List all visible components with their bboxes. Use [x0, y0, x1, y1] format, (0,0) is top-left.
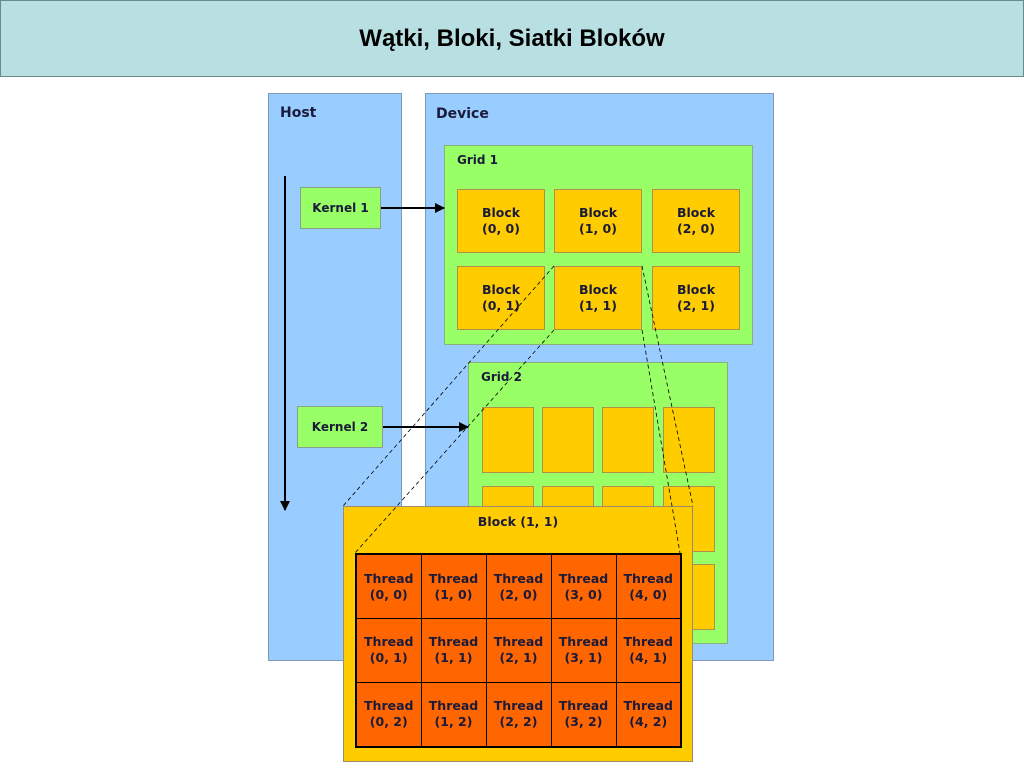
thread-cell: Thread(2, 1): [485, 618, 552, 683]
grid-1-block: Block (2, 0): [652, 189, 740, 253]
block-coord: (2, 1): [677, 298, 715, 313]
grid-1-block-highlighted: Block (1, 1): [554, 266, 642, 330]
thread-table: Thread(0, 0) Thread(1, 0) Thread(2, 0) T…: [355, 553, 682, 748]
page-title: Wątki, Bloki, Siatki Bloków: [359, 24, 665, 52]
grid-1-block: Block (0, 0): [457, 189, 545, 253]
block-name: Block: [676, 282, 716, 297]
thread-cell: Thread(2, 2): [485, 681, 552, 748]
block-coord: (1, 0): [579, 221, 617, 236]
kernel-2-label: Kernel 2: [311, 420, 369, 434]
thread-coord: (2, 1): [499, 650, 538, 666]
thread-cell: Thread(0, 2): [355, 681, 422, 748]
thread-coord: (1, 1): [434, 650, 473, 666]
thread-coord: (3, 1): [564, 650, 603, 666]
block-coord: (2, 0): [677, 221, 715, 236]
thread-name: Thread: [493, 570, 544, 586]
thread-cell: Thread(1, 1): [420, 618, 487, 683]
thread-cell: Thread(2, 0): [485, 553, 552, 620]
thread-row: Thread(0, 1) Thread(1, 1) Thread(2, 1) T…: [355, 618, 682, 683]
thread-cell: Thread(1, 2): [420, 681, 487, 748]
grid-1-block: Block (1, 0): [554, 189, 642, 253]
thread-row: Thread(0, 0) Thread(1, 0) Thread(2, 0) T…: [355, 553, 682, 620]
thread-name: Thread: [428, 634, 479, 650]
thread-coord: (3, 2): [564, 714, 603, 730]
host-label: Host: [280, 105, 317, 121]
block-detail-title: Block (1, 1): [477, 514, 559, 529]
thread-cell: Thread(3, 0): [550, 553, 617, 620]
grid-1-label: Grid 1: [457, 153, 498, 167]
block-coord: (0, 1): [482, 298, 520, 313]
thread-cell: Thread(4, 1): [615, 618, 682, 683]
grid-2-block: [542, 407, 594, 473]
kernel-2-box: Kernel 2: [297, 406, 383, 448]
title-bar: Wątki, Bloki, Siatki Bloków: [0, 0, 1024, 77]
block-name: Block: [481, 205, 521, 220]
block-detail-panel: Block (1, 1) Thread(0, 0) Thread(1, 0) T…: [343, 506, 693, 762]
thread-coord: (0, 0): [369, 586, 408, 602]
thread-name: Thread: [364, 570, 414, 586]
grid-2-label: Grid 2: [481, 370, 522, 384]
thread-coord: (4, 0): [629, 586, 668, 602]
block-coord: (1, 1): [579, 298, 617, 313]
block-name: Block: [481, 282, 521, 297]
thread-cell: Thread(0, 0): [355, 553, 422, 620]
thread-cell: Thread(1, 0): [420, 553, 487, 620]
thread-coord: (1, 2): [434, 714, 473, 730]
thread-coord: (1, 0): [434, 586, 473, 602]
thread-name: Thread: [364, 634, 414, 650]
block-name: Block: [578, 205, 618, 220]
thread-name: Thread: [558, 634, 609, 650]
thread-name: Thread: [623, 634, 673, 650]
grid-2-block: [602, 407, 654, 473]
thread-cell: Thread(3, 1): [550, 618, 617, 683]
thread-cell: Thread(4, 2): [615, 681, 682, 748]
thread-coord: (2, 2): [499, 714, 538, 730]
grid-2-block: [482, 407, 534, 473]
thread-name: Thread: [364, 698, 414, 714]
thread-name: Thread: [428, 698, 479, 714]
thread-name: Thread: [428, 570, 479, 586]
grid-2-block: [663, 407, 715, 473]
thread-coord: (3, 0): [564, 586, 603, 602]
grid-1-block: Block (2, 1): [652, 266, 740, 330]
thread-row: Thread(0, 2) Thread(1, 2) Thread(2, 2) T…: [355, 681, 682, 748]
block-name: Block: [578, 282, 618, 297]
grid-1-block: Block (0, 1): [457, 266, 545, 330]
thread-name: Thread: [623, 698, 673, 714]
kernel-1-box: Kernel 1: [300, 187, 381, 229]
thread-coord: (0, 2): [369, 714, 408, 730]
thread-name: Thread: [558, 698, 609, 714]
thread-cell: Thread(4, 0): [615, 553, 682, 620]
kernel-1-label: Kernel 1: [312, 201, 369, 215]
thread-cell: Thread(0, 1): [355, 618, 422, 683]
thread-name: Thread: [558, 570, 609, 586]
thread-coord: (4, 2): [629, 714, 668, 730]
thread-name: Thread: [493, 634, 544, 650]
thread-coord: (2, 0): [499, 586, 538, 602]
block-coord: (0, 0): [482, 221, 520, 236]
block-name: Block: [676, 205, 716, 220]
device-label: Device: [436, 106, 489, 122]
thread-cell: Thread(3, 2): [550, 681, 617, 748]
thread-name: Thread: [623, 570, 673, 586]
thread-coord: (4, 1): [629, 650, 668, 666]
thread-coord: (0, 1): [369, 650, 408, 666]
thread-name: Thread: [493, 698, 544, 714]
